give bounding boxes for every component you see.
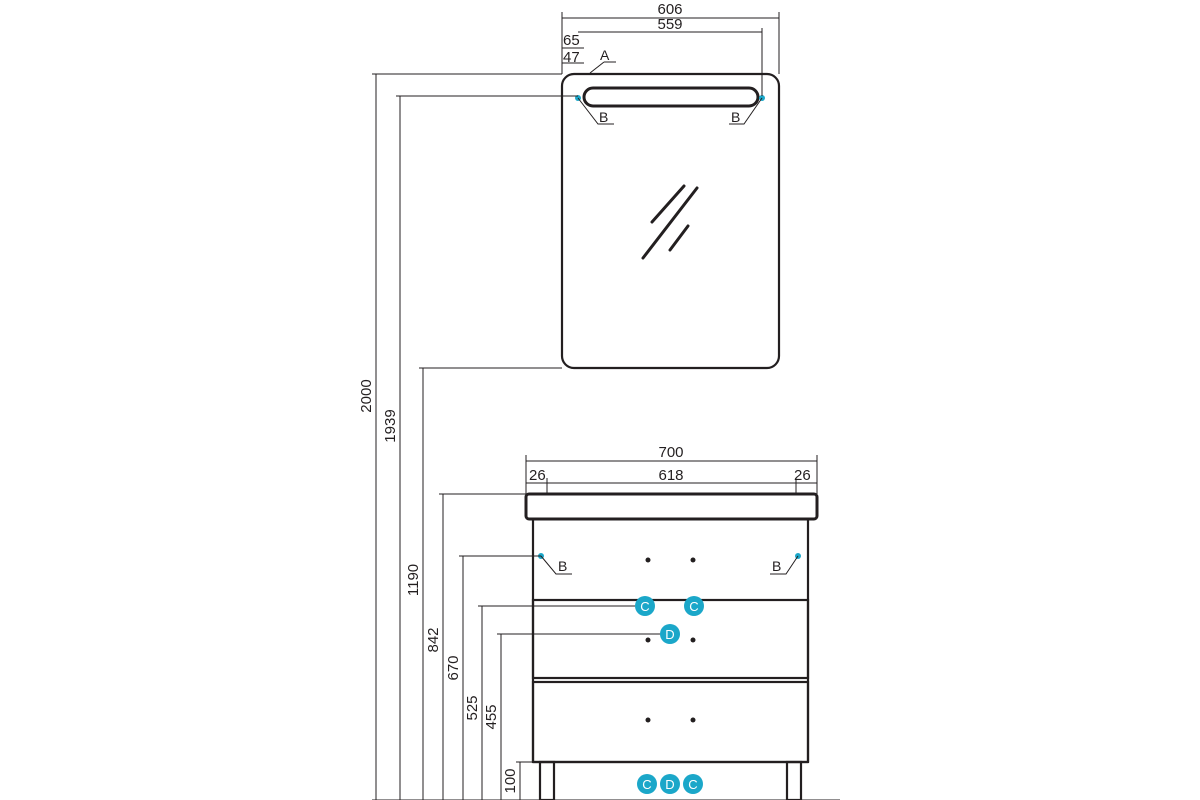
dim-height-2000: 2000 <box>358 379 375 412</box>
vanity-countertop <box>524 492 819 521</box>
dim-vanity-26-left: 26 <box>529 467 546 484</box>
floor-marker-c-left: C <box>642 777 651 792</box>
callout-b-vanity-left: B <box>558 558 567 574</box>
mirror-frame <box>560 72 781 370</box>
dim-mirror-65: 65 <box>563 32 580 49</box>
dim-vanity-26-right: 26 <box>794 467 811 484</box>
vanity-unit <box>524 492 819 800</box>
callout-b-mirror-left: B <box>599 109 608 125</box>
mirror-dimensions: 606 559 65 47 A B B <box>561 1 780 125</box>
dim-mirror-559: 559 <box>657 16 682 33</box>
dim-height-525: 525 <box>464 695 481 720</box>
dim-height-100: 100 <box>502 768 519 793</box>
vanity-drawer-bottom <box>531 680 810 764</box>
dim-height-455: 455 <box>483 704 500 729</box>
fixture-markers: C C D C D C <box>635 596 704 794</box>
vanity-leg-left <box>538 760 556 800</box>
dim-vanity-618: 618 <box>658 467 683 484</box>
vanity-leg-right <box>785 760 803 800</box>
mirror-reflection-line-3 <box>668 224 690 252</box>
mirror-reflection-line-1 <box>650 184 686 224</box>
callout-b-vanity-right: B <box>772 558 781 574</box>
callout-a: A <box>600 47 610 63</box>
marker-d: D <box>665 627 674 642</box>
height-dimensions: 2000 1939 1190 842 670 525 455 100 <box>358 73 840 800</box>
dim-height-1190: 1190 <box>405 564 422 596</box>
vanity-dimensions: 700 26 618 26 B B <box>525 444 818 575</box>
floor-marker-c-right: C <box>688 777 697 792</box>
marker-c-right: C <box>689 599 698 614</box>
mirror-light-slot <box>582 86 760 108</box>
dim-mirror-606: 606 <box>657 1 682 18</box>
dim-height-670: 670 <box>445 655 462 680</box>
dim-height-1939: 1939 <box>382 409 399 442</box>
dim-mirror-47: 47 <box>563 49 580 66</box>
mirror-cabinet <box>560 72 781 370</box>
dim-vanity-700: 700 <box>658 444 683 461</box>
vanity-drawer-top <box>531 598 810 680</box>
dim-height-842: 842 <box>425 627 442 652</box>
floor-marker-d: D <box>665 777 674 792</box>
callout-b-mirror-right: B <box>731 109 740 125</box>
marker-c-left: C <box>640 599 649 614</box>
mirror-reflection-line-2 <box>641 186 699 260</box>
